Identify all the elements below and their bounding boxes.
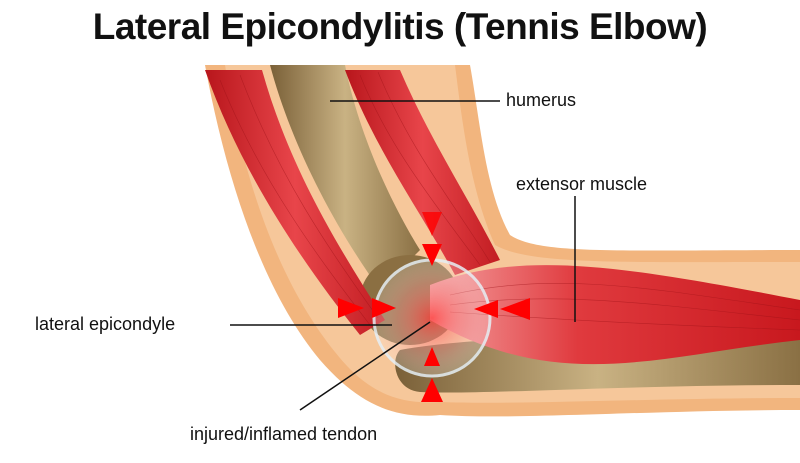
arrow-down-inner-icon [422,244,442,266]
label-humerus: humerus [506,90,577,110]
label-extensor-muscle: extensor muscle [516,174,648,194]
diagram-title: Lateral Epicondylitis (Tennis Elbow) [92,6,708,47]
arrow-right-inner-icon [372,298,396,318]
leader-lines [230,100,576,411]
label-injured-tendon: injured/inflamed tendon [190,424,378,444]
arrow-left-outer-icon [500,298,530,320]
arrow-left-inner-icon [474,300,498,318]
arrow-down-outer-icon [422,212,442,236]
arrow-right-outer-icon [338,298,364,318]
muscles [205,70,800,365]
pressure-arrows [338,212,530,402]
arrow-up-outer-icon [421,378,443,402]
arrow-up-inner-icon [424,347,440,366]
label-lateral-epicondyle: lateral epicondyle [35,314,176,334]
